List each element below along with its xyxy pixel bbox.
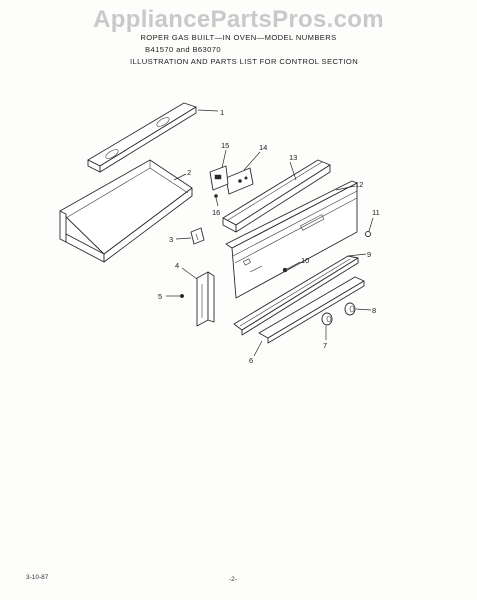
callout-6: 6: [249, 356, 253, 365]
part-13-trim-channel: [222, 159, 331, 233]
part-7-knob: [321, 312, 333, 340]
part-1-vent-strip: [87, 102, 219, 173]
callout-16: 16: [212, 208, 220, 217]
callout-12: 12: [355, 180, 363, 189]
callout-2: 2: [187, 168, 191, 177]
part-14-switch-bracket: [225, 151, 261, 195]
part-8-knob: [344, 302, 372, 316]
callout-5: 5: [158, 292, 162, 301]
part-9-lower-rail: [233, 253, 367, 336]
callout-15: 15: [221, 141, 229, 150]
header-models: B41570 and B63070: [145, 45, 222, 54]
callout-11: 11: [372, 208, 380, 217]
part-12-control-panel: [225, 180, 358, 299]
callout-9: 9: [367, 250, 371, 259]
footer-page-number: -2-: [229, 576, 237, 583]
part-15-switch: [209, 149, 229, 191]
callout-14: 14: [259, 143, 267, 152]
part-16-screw: [214, 194, 219, 207]
part-2-deflector-panel: [59, 159, 193, 263]
header-section: ILLUSTRATION AND PARTS LIST FOR CONTROL …: [130, 57, 359, 66]
part-3-clip: [175, 227, 205, 245]
part-5-screw: [166, 293, 185, 299]
part-11-screw: [365, 217, 374, 237]
footer-date: 3-10-87: [26, 574, 49, 581]
part-6-bottom-trim: [253, 276, 365, 357]
callout-10: 10: [301, 256, 309, 265]
part-4-side-bracket: [181, 267, 215, 327]
callout-1: 1: [220, 108, 224, 117]
callout-7: 7: [323, 341, 327, 350]
site-watermark: AppliancePartsPros.com: [93, 6, 384, 33]
callout-4: 4: [175, 261, 179, 270]
callout-3: 3: [169, 235, 173, 244]
callout-8: 8: [372, 306, 376, 315]
part-10-screw: [282, 261, 301, 273]
callout-13: 13: [289, 153, 297, 162]
header-title: ROPER GAS BUILT—IN OVEN—MODEL NUMBERS: [140, 33, 337, 42]
